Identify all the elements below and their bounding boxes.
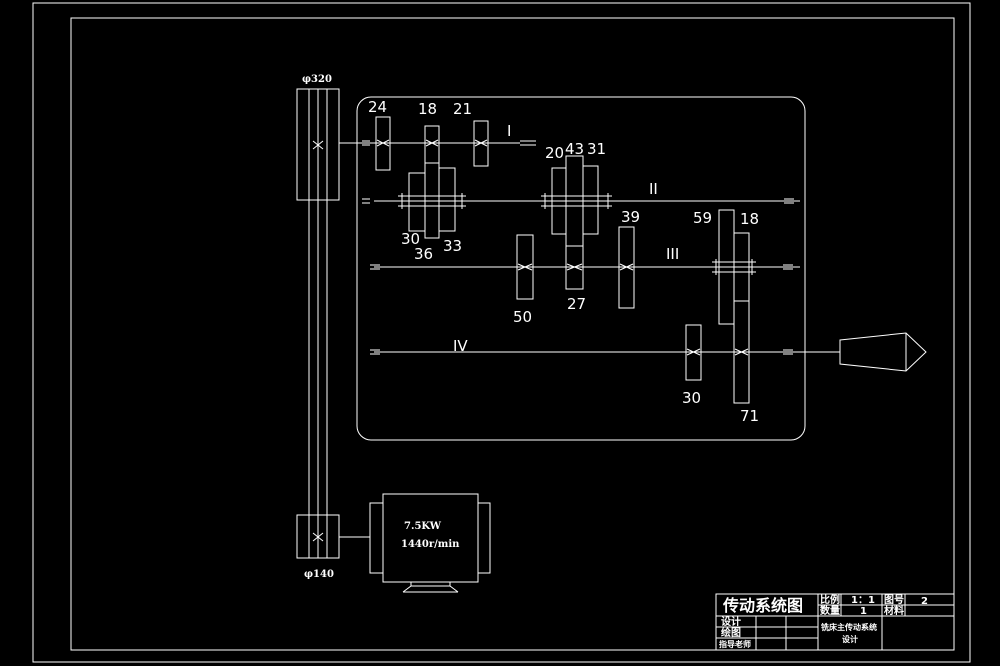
quantity-value: 1 <box>860 606 867 617</box>
quantity-label: 数量 <box>820 604 840 617</box>
scale-label: 比例 <box>820 593 840 606</box>
drafter-label: 绘图 <box>721 626 741 639</box>
gear-24 <box>375 116 391 171</box>
shaft-4-label: IV <box>453 337 468 355</box>
gear-21-label: 21 <box>453 100 472 118</box>
gear-block-20-43-31 <box>541 155 612 247</box>
gear-block-30-36-33 <box>398 162 466 239</box>
gear-36-label: 36 <box>414 245 433 263</box>
title-block <box>715 593 955 651</box>
drawing-no-label: 图号 <box>884 594 904 606</box>
gear-39-label: 39 <box>621 208 640 226</box>
drawing-no-value: 2 <box>921 596 928 607</box>
small-pulley-label: φ140 <box>304 569 334 580</box>
project-name-line2: 设计 <box>842 634 858 644</box>
gear-50 <box>516 234 534 300</box>
scale-value: 1：1 <box>851 595 875 606</box>
gear-71 <box>733 300 750 404</box>
motor-speed: 1440r/min <box>401 539 460 550</box>
gear-20-label: 20 <box>545 144 564 162</box>
shaft-3-label: III <box>666 245 679 263</box>
gear-39 <box>618 226 635 309</box>
gear-71-label: 71 <box>740 407 759 425</box>
gear-33-label: 33 <box>443 237 462 255</box>
gear-27-label: 27 <box>567 295 586 313</box>
gear-30-shaft4 <box>685 324 702 381</box>
gear-18-shaft3-label: 18 <box>740 210 759 228</box>
large-pulley-label: φ320 <box>302 74 332 85</box>
gear-59-label: 59 <box>693 209 712 227</box>
shaft-1-label: I <box>507 122 511 140</box>
motor <box>369 493 491 593</box>
gearbox-housing <box>356 96 806 441</box>
gear-30-shaft2-label: 30 <box>401 230 420 248</box>
advisor-label: 指导老师 <box>719 639 751 649</box>
designer-label: 设计 <box>721 615 741 628</box>
gear-block-59-18 <box>712 209 756 325</box>
gear-31-label: 31 <box>587 140 606 158</box>
gear-27 <box>565 245 584 290</box>
gear-24-label: 24 <box>368 98 387 116</box>
spindle-nose <box>839 332 927 372</box>
gear-18-shaft1 <box>424 125 440 164</box>
gear-50-label: 50 <box>513 308 532 326</box>
gear-30-shaft4-label: 30 <box>682 389 701 407</box>
material-label: 材料 <box>884 604 904 617</box>
outer-frame <box>32 2 971 663</box>
inner-frame <box>70 17 955 651</box>
gear-18-shaft1-label: 18 <box>418 100 437 118</box>
belt-drive <box>296 88 370 559</box>
shaft-2-label: II <box>649 180 658 198</box>
gear-21 <box>473 120 489 167</box>
project-name-line1: 铣床主传动系统 <box>821 622 877 632</box>
motor-power: 7.5KW <box>404 521 442 532</box>
gear-43-label: 43 <box>565 140 584 158</box>
title-block-title: 传动系统图 <box>722 596 803 615</box>
